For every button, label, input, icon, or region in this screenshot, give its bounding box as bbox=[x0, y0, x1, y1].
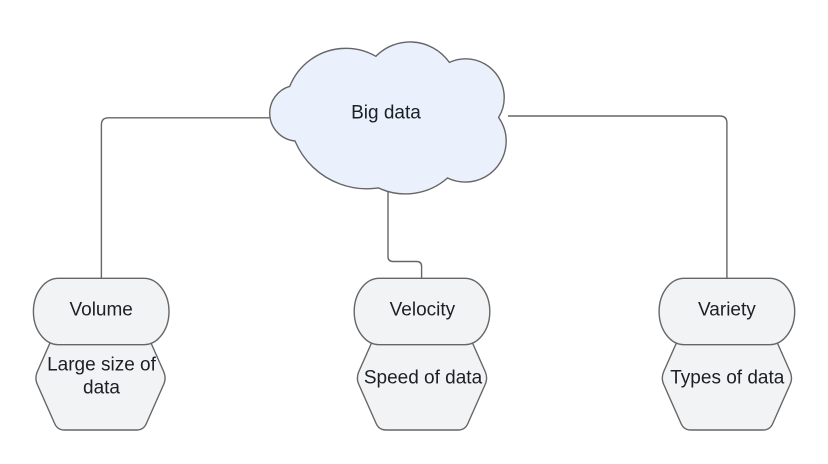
svg-text:Variety: Variety bbox=[698, 300, 756, 321]
svg-text:Velocity: Velocity bbox=[390, 300, 456, 321]
svg-text:Types of data: Types of data bbox=[670, 368, 785, 389]
svg-text:Volume: Volume bbox=[70, 300, 133, 321]
svg-text:Large size of: Large size of bbox=[47, 354, 157, 375]
svg-text:data: data bbox=[83, 377, 120, 398]
svg-text:Speed of data: Speed of data bbox=[364, 368, 483, 389]
svg-text:Big data: Big data bbox=[351, 103, 421, 124]
